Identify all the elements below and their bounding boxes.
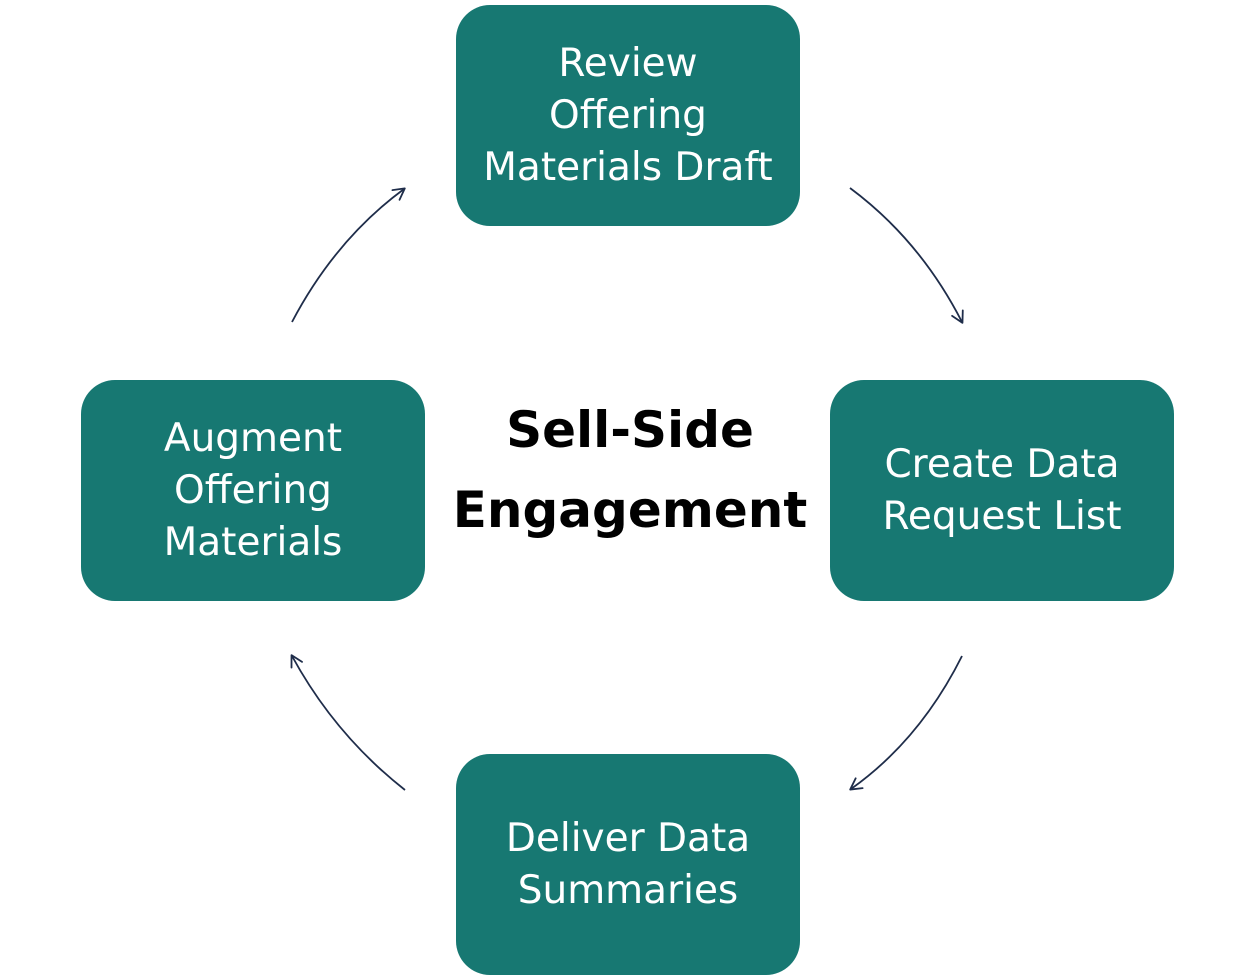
step-label: Create Data Request List	[882, 441, 1122, 539]
step-label: Augment Offering Materials	[163, 415, 343, 565]
arrow-right-to-bottom	[849, 655, 963, 791]
arrow-left-to-top	[291, 187, 406, 323]
center-title: Sell-Side Engagement	[452, 401, 808, 539]
step-create-data-request-list: Create Data Request List	[830, 380, 1174, 601]
step-deliver-data-summaries: Deliver Data Summaries	[456, 754, 800, 975]
step-review-offering-materials-draft: Review Offering Materials Draft	[456, 5, 800, 226]
step-augment-offering-materials: Augment Offering Materials	[81, 380, 425, 601]
step-label: Review Offering Materials Draft	[483, 40, 773, 190]
arrow-bottom-to-left	[290, 654, 406, 791]
arrow-top-to-right	[849, 187, 964, 324]
step-label: Deliver Data Summaries	[505, 815, 751, 913]
